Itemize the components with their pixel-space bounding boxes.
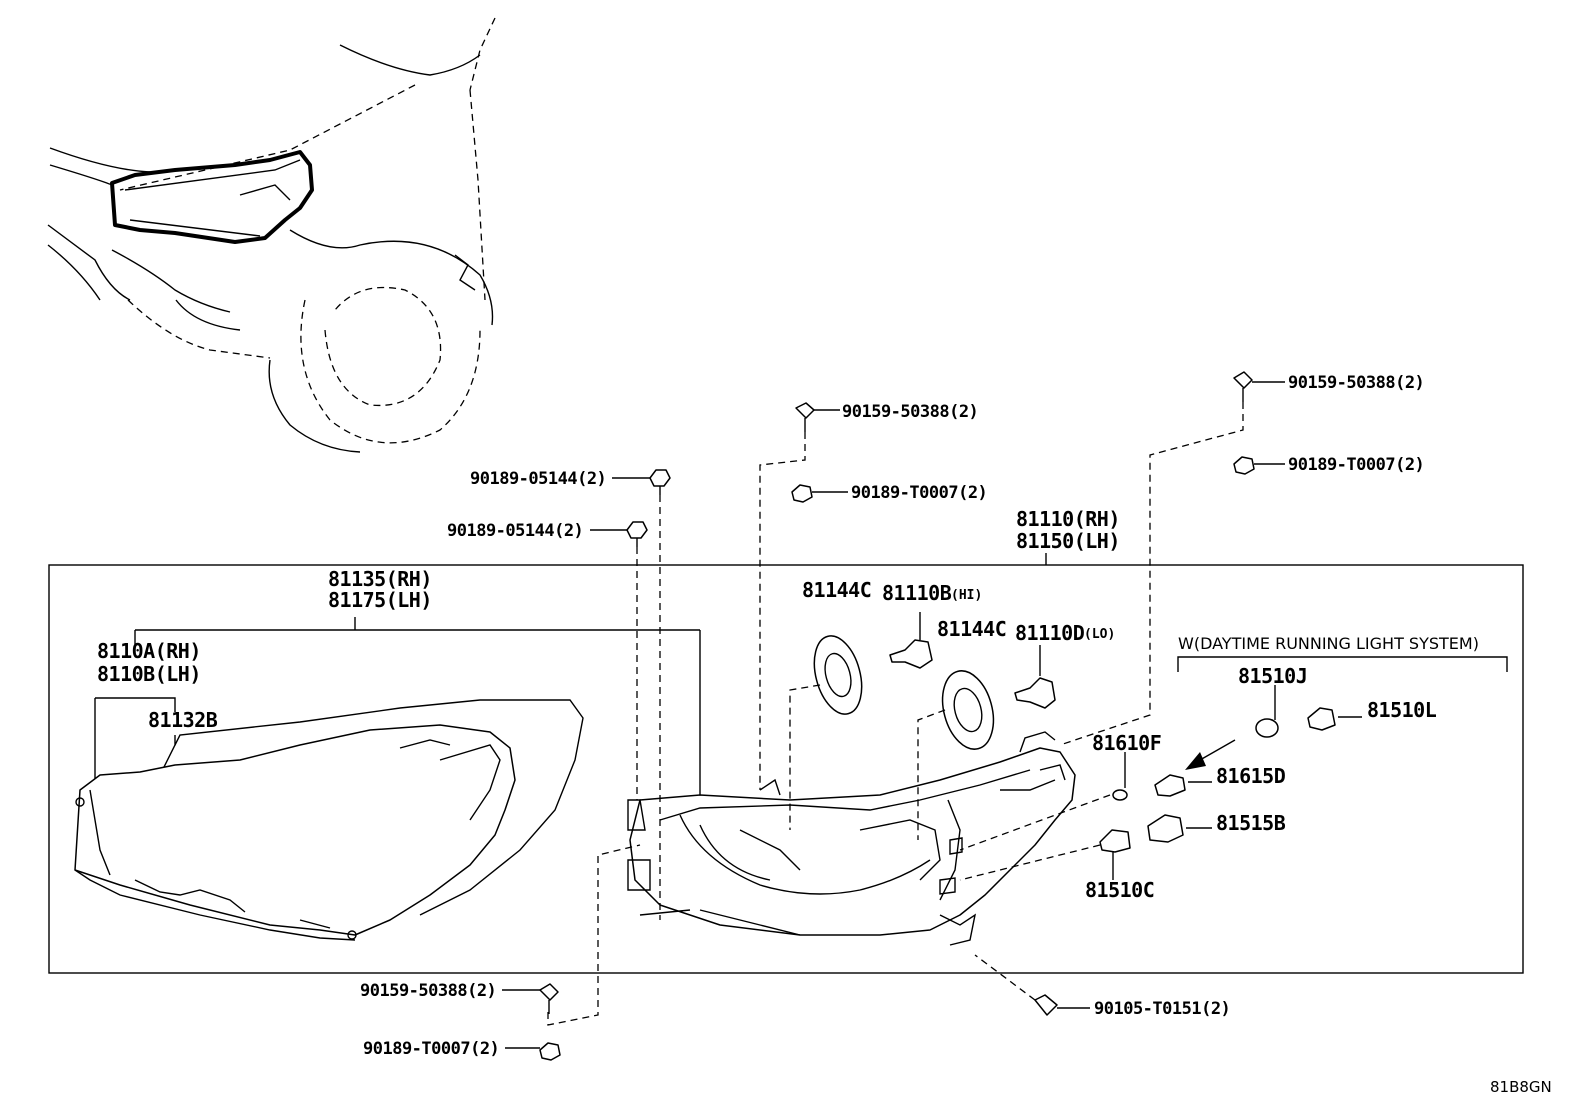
fastener-nut-top-right xyxy=(1233,456,1285,475)
vehicle-locator-sketch xyxy=(47,17,496,453)
label-turn-bulb: 81510C xyxy=(1085,878,1154,902)
label-assy-lh: 81150(LH) xyxy=(1016,529,1120,553)
turn-socket xyxy=(1147,814,1212,843)
label-assy-rh: 81110(RH) xyxy=(1016,507,1120,531)
fastener-bolt-bottom xyxy=(502,983,559,1014)
label-cover-1: 81144C xyxy=(802,578,871,602)
label-bolt-top-right: 90159-50388(2) xyxy=(1288,373,1424,393)
bulb-lo xyxy=(1014,645,1056,709)
drl-socket xyxy=(1307,707,1362,731)
label-bulb-lo: 81110D xyxy=(1015,621,1085,645)
fastener-clip-1 xyxy=(612,469,671,495)
label-bulb-hi: 81110B xyxy=(882,581,952,605)
label-screw-bottom: 90105-T0151(2) xyxy=(1094,999,1230,1019)
labels: 90159-50388(2) 90189-T0007(2) 90159-5038… xyxy=(97,373,1552,1096)
fastener-screw-bottom xyxy=(1034,994,1090,1016)
label-side-bulb: 81610F xyxy=(1092,731,1161,755)
label-clip-1: 90189-05144(2) xyxy=(470,469,606,489)
bulb-hi xyxy=(889,612,933,669)
label-side-socket: 81615D xyxy=(1216,764,1286,788)
fastener-bolt-top-right xyxy=(1233,371,1285,402)
fastener-bolt-top-mid xyxy=(795,402,840,432)
drl-bracket xyxy=(1177,656,1508,672)
label-drl-socket: 81510L xyxy=(1367,698,1437,722)
label-lens-lh: 8110B(LH) xyxy=(97,662,201,686)
label-clip-2: 90189-05144(2) xyxy=(447,521,583,541)
label-bulb-hi-suffix: (HI) xyxy=(951,588,982,603)
label-housing-lh: 81175(LH) xyxy=(328,588,432,612)
label-bolt-bottom: 90159-50388(2) xyxy=(360,981,496,1001)
lens-assembly xyxy=(74,617,701,941)
turn-bulb xyxy=(1099,829,1131,880)
cover-81144c-right xyxy=(941,670,995,750)
label-nut-bottom: 90189-T0007(2) xyxy=(363,1039,499,1059)
side-socket xyxy=(1154,739,1236,797)
side-bulb xyxy=(1112,752,1128,801)
label-turn-socket: 81515B xyxy=(1216,811,1286,835)
label-drl-bulb: 81510J xyxy=(1238,664,1307,688)
label-cover-2: 81144C xyxy=(937,617,1006,641)
fastener-nut-top-mid xyxy=(791,484,848,503)
assembly-boundary-box xyxy=(48,564,1524,974)
label-bulb-lo-suffix: (LO) xyxy=(1084,627,1115,642)
label-bolt-top-mid: 90159-50388(2) xyxy=(842,402,978,422)
fastener-nut-bottom xyxy=(505,1042,561,1061)
label-nut-top-mid: 90189-T0007(2) xyxy=(851,483,987,503)
label-lens-rh: 8110A(RH) xyxy=(97,639,201,663)
label-housing-rh: 81135(RH) xyxy=(328,567,432,591)
leader-lines xyxy=(547,402,1244,1026)
label-nut-top-right: 90189-T0007(2) xyxy=(1288,455,1424,475)
label-gasket: 81132B xyxy=(148,708,218,732)
label-drl-header: W(DAYTIME RUNNING LIGHT SYSTEM) xyxy=(1178,634,1479,653)
cover-81144c-left xyxy=(813,635,863,715)
drl-bulb xyxy=(1255,685,1279,738)
fastener-clip-2 xyxy=(590,521,648,547)
headlamp-unit xyxy=(627,731,1076,946)
drawing-code: 81B8GN xyxy=(1490,1078,1552,1096)
